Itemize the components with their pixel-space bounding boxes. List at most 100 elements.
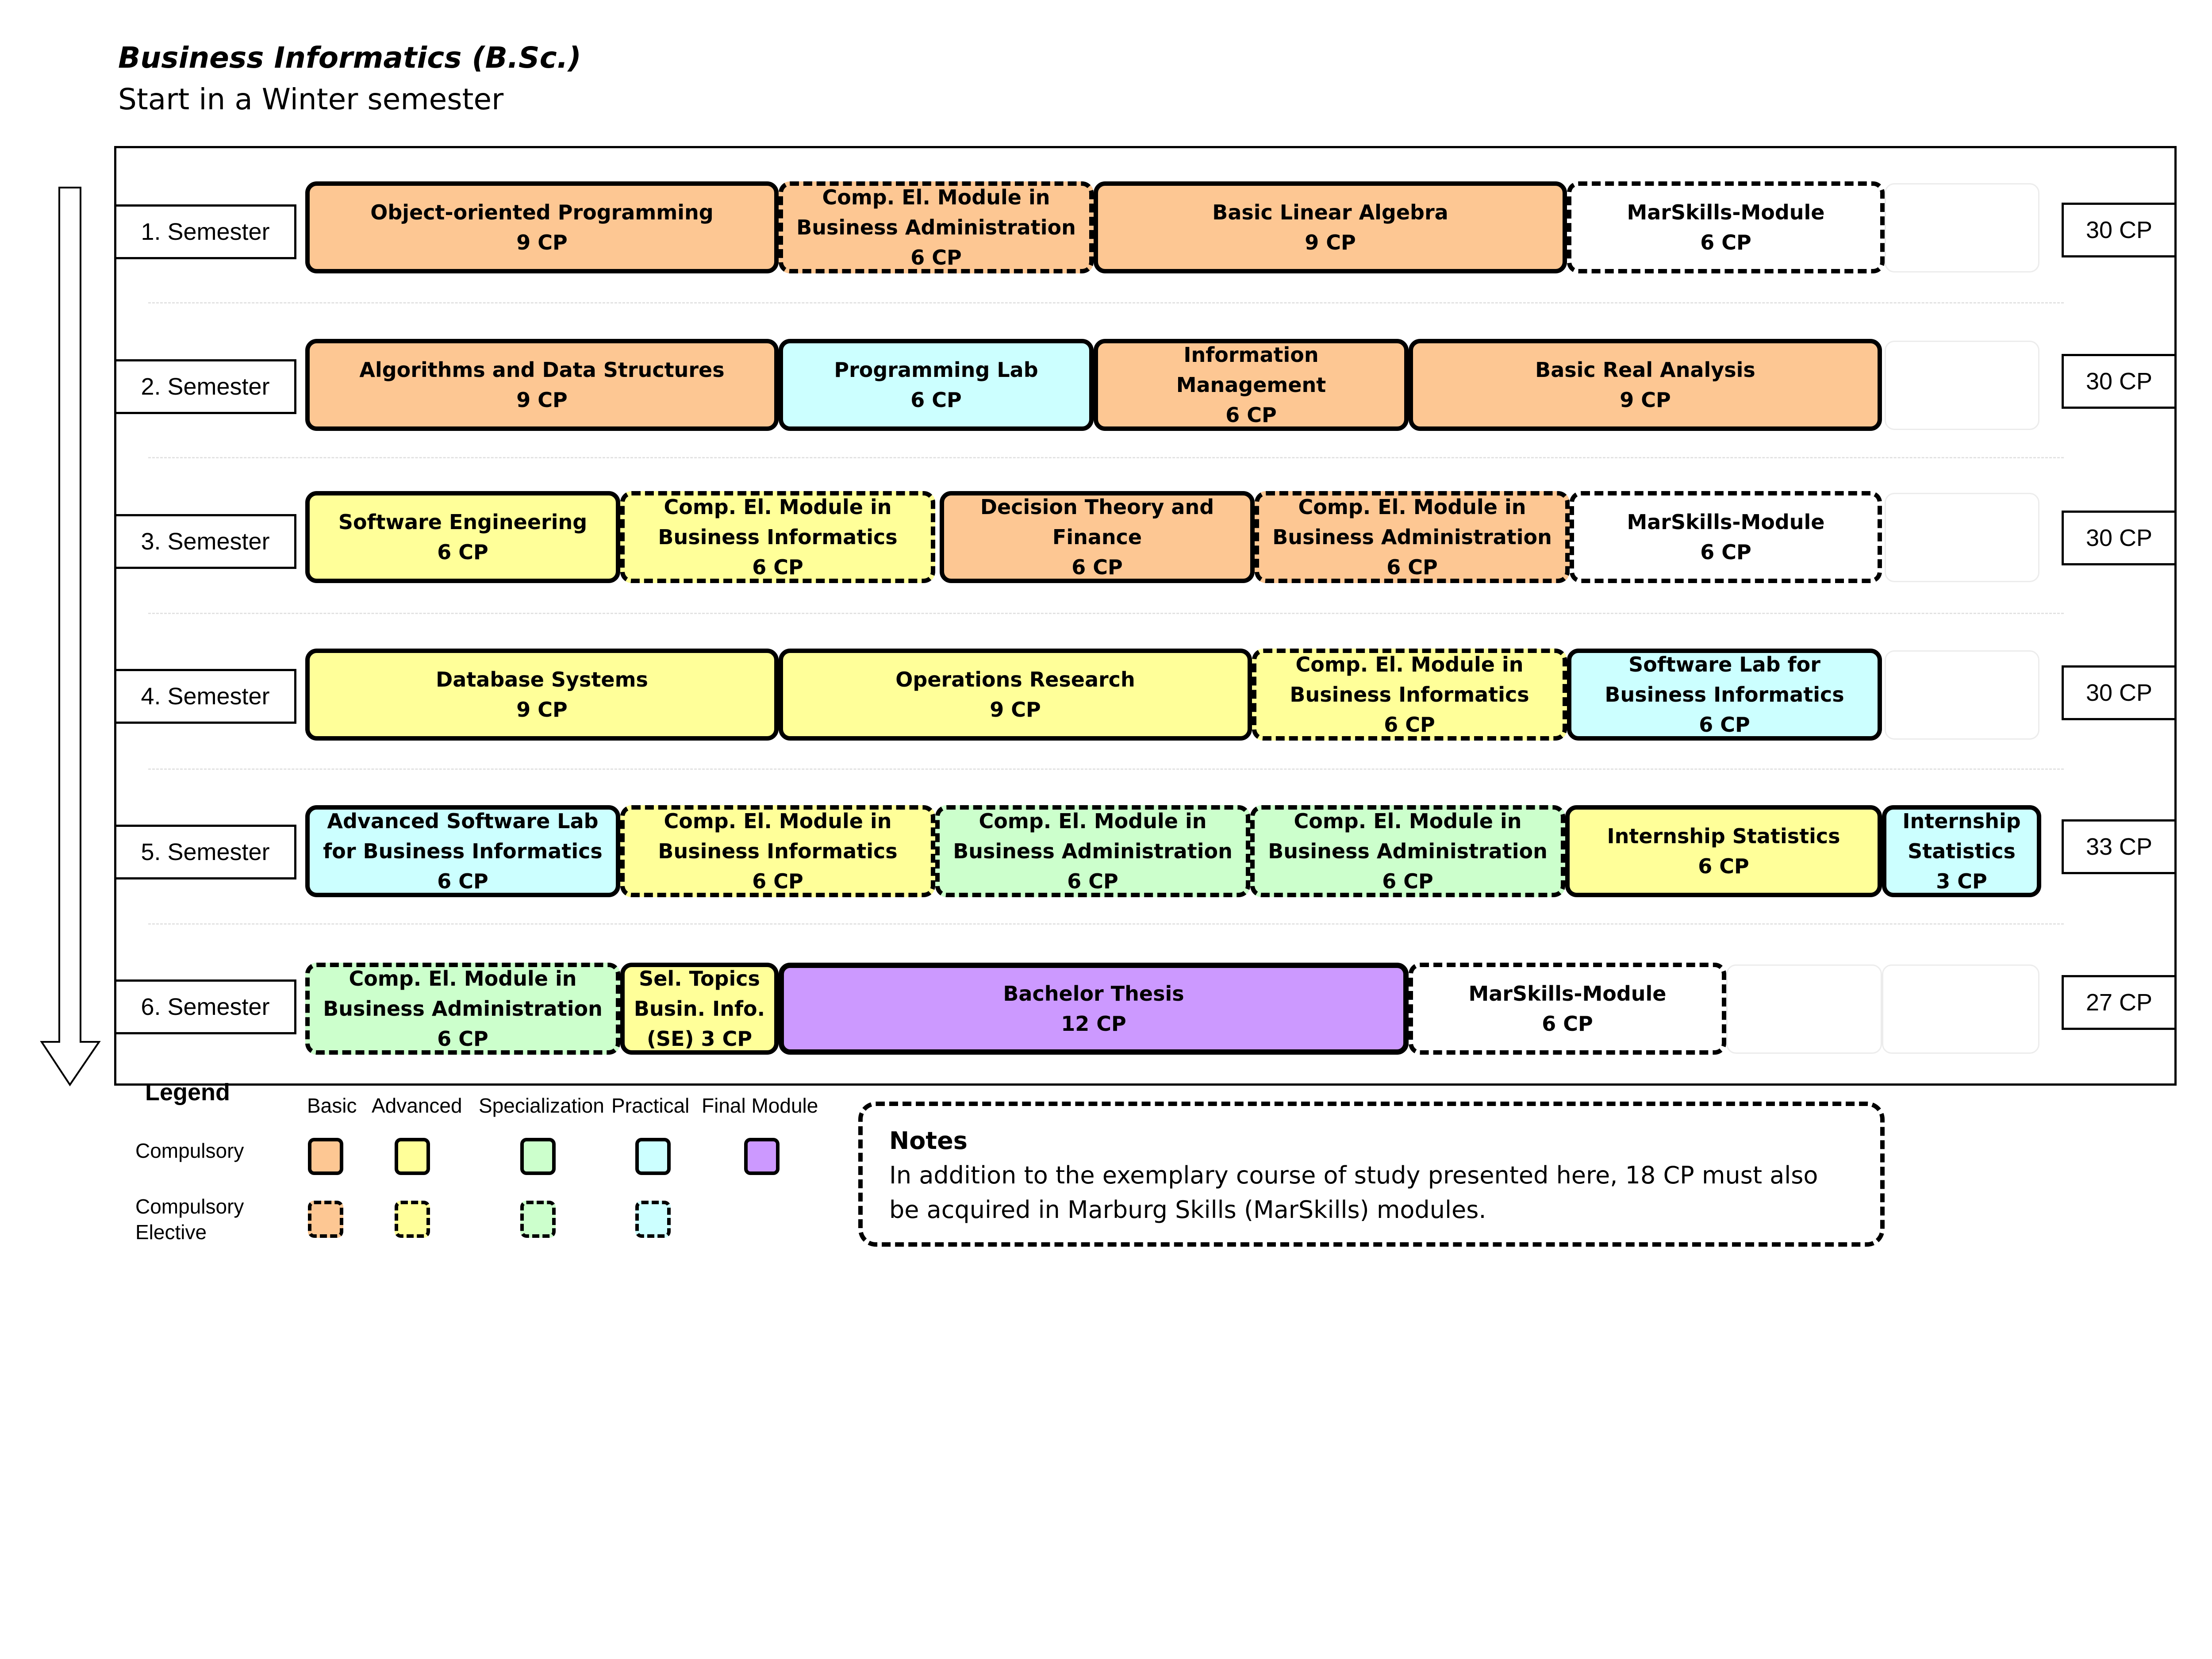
module-title: Basic Real Analysis: [1535, 358, 1755, 382]
module-title: Business Informatics: [658, 839, 898, 863]
legend-swatch-practical-compulsory: [635, 1138, 671, 1175]
module-credits: 9 CP: [990, 698, 1041, 722]
module-credits: 6 CP: [1382, 869, 1433, 893]
module-credits: 9 CP: [516, 698, 568, 722]
module-title: Statistics: [1908, 839, 2016, 863]
module-title: Business Informatics: [1290, 683, 1529, 707]
legend-header-basic: Basic: [307, 1094, 357, 1117]
module-title: Business Administration: [1272, 525, 1552, 549]
semester-label-3: 3. Semester: [114, 514, 296, 569]
legend-swatch-advanced-elective: [395, 1201, 430, 1238]
row-separator: [148, 457, 2064, 458]
module-title: Comp. El. Module in: [1298, 495, 1526, 519]
notes-box: Notes In addition to the exemplary cours…: [858, 1102, 1885, 1247]
semester-cp-4: 30 CP: [2062, 665, 2177, 720]
legend-swatch-advanced-compulsory: [395, 1138, 430, 1175]
empty-slot: [1882, 964, 2039, 1054]
curriculum-frame: [114, 146, 2177, 1086]
module-comp-el-business-informatics: Comp. El. Module in Business Informatics…: [1252, 649, 1567, 741]
module-credits: 6 CP: [1699, 713, 1750, 737]
module-credits: 6 CP: [437, 1027, 488, 1051]
row-separator: [148, 768, 2064, 770]
module-internship-statistics: Internship Statistics 6 CP: [1565, 805, 1882, 897]
module-basic-real-analysis: Basic Real Analysis 9 CP: [1409, 339, 1882, 431]
module-title: MarSkills-Module: [1627, 510, 1825, 534]
page-subtitle: Start in a Winter semester: [118, 82, 504, 116]
module-title: Advanced Software Lab: [327, 809, 599, 833]
module-title: MarSkills-Module: [1627, 200, 1825, 224]
legend-swatch-final-compulsory: [744, 1138, 780, 1175]
module-credits: 6 CP: [910, 246, 962, 269]
legend-row-label: Compulsory: [135, 1195, 244, 1218]
semester-label-5: 5. Semester: [114, 825, 296, 879]
empty-slot: [1885, 183, 2039, 273]
module-algorithms-data-structures: Algorithms and Data Structures 9 CP: [305, 339, 779, 431]
module-title: Comp. El. Module in: [664, 809, 892, 833]
semester-cp-6: 27 CP: [2062, 975, 2177, 1030]
row-separator: [148, 302, 2064, 303]
module-credits: 6 CP: [1067, 869, 1118, 893]
module-title: Comp. El. Module in: [1294, 809, 1522, 833]
module-title: Business Administration: [323, 997, 603, 1021]
module-comp-el-business-informatics: Comp. El. Module in Business Informatics…: [620, 805, 935, 897]
module-advanced-software-lab: Advanced Software Lab for Business Infor…: [305, 805, 620, 897]
module-credits: 6 CP: [1698, 854, 1749, 878]
module-title: Comp. El. Module in: [979, 809, 1207, 833]
module-title: Database Systems: [436, 668, 648, 691]
module-credits: (SE) 3 CP: [646, 1027, 753, 1051]
row-separator: [148, 923, 2064, 925]
empty-slot: [1885, 341, 2039, 430]
module-decision-theory-finance: Decision Theory and Finance 6 CP: [940, 491, 1255, 583]
module-credits: 6 CP: [752, 555, 803, 579]
legend-title: Legend: [145, 1079, 230, 1106]
row-separator: [148, 613, 2064, 614]
module-credits: 9 CP: [516, 388, 568, 412]
module-title: Comp. El. Module in: [822, 185, 1050, 209]
module-title: Programming Lab: [834, 358, 1038, 382]
module-credits: 6 CP: [437, 540, 488, 564]
module-operations-research: Operations Research 9 CP: [779, 649, 1252, 741]
module-credits: 12 CP: [1061, 1012, 1126, 1036]
module-information-management: Information Management 6 CP: [1094, 339, 1409, 431]
legend-row-compulsory: Compulsory: [135, 1139, 244, 1162]
empty-slot: [1885, 650, 2039, 740]
module-title: Comp. El. Module in: [664, 495, 892, 519]
module-comp-el-business-administration: Comp. El. Module in Business Administrat…: [305, 963, 620, 1055]
module-credits: 6 CP: [437, 869, 488, 893]
legend-header-specialization: Specialization: [479, 1094, 604, 1117]
module-title: Comp. El. Module in: [349, 967, 577, 991]
module-programming-lab: Programming Lab 6 CP: [779, 339, 1094, 431]
module-credits: 6 CP: [1542, 1012, 1593, 1036]
module-title: Internship: [1902, 809, 2021, 833]
module-comp-el-business-administration: Comp. El. Module in Business Administrat…: [1250, 805, 1565, 897]
semester-cp-1: 30 CP: [2062, 203, 2177, 257]
module-title: Business Administration: [1268, 839, 1548, 863]
legend-swatch-basic-compulsory: [308, 1138, 343, 1175]
module-software-lab-business-informatics: Software Lab for Business Informatics 6 …: [1567, 649, 1882, 741]
module-credits: 9 CP: [1620, 388, 1671, 412]
module-object-oriented-programming: Object-oriented Programming 9 CP: [305, 181, 779, 273]
legend-row-compulsory-elective: Compulsory Elective: [135, 1194, 244, 1245]
module-title: for Business Informatics: [323, 839, 603, 863]
legend-header-practical: Practical: [611, 1094, 690, 1117]
module-bachelor-thesis: Bachelor Thesis 12 CP: [779, 963, 1409, 1055]
module-credits: 3 CP: [1936, 869, 1987, 893]
module-title: Business Administration: [953, 839, 1233, 863]
module-credits: 6 CP: [1700, 230, 1751, 254]
module-credits: 9 CP: [516, 230, 568, 254]
module-software-engineering: Software Engineering 6 CP: [305, 491, 620, 583]
module-title: Algorithms and Data Structures: [359, 358, 725, 382]
module-title: Internship Statistics: [1607, 824, 1840, 848]
module-credits: 6 CP: [1700, 540, 1751, 564]
module-title: Busin. Info.: [634, 997, 765, 1021]
module-comp-el-business-informatics: Comp. El. Module in Business Informatics…: [620, 491, 935, 583]
module-marskills: MarSkills-Module 6 CP: [1409, 963, 1726, 1055]
semester-cp-3: 30 CP: [2062, 511, 2177, 565]
module-title: Comp. El. Module in: [1295, 653, 1524, 676]
module-title: Bachelor Thesis: [1003, 982, 1184, 1006]
module-title: Business Administration: [796, 215, 1076, 239]
semester-label-4: 4. Semester: [114, 669, 296, 724]
module-title: Decision Theory and: [980, 495, 1214, 519]
empty-slot: [1726, 964, 1882, 1054]
timeline-arrow-icon: [40, 187, 101, 1087]
